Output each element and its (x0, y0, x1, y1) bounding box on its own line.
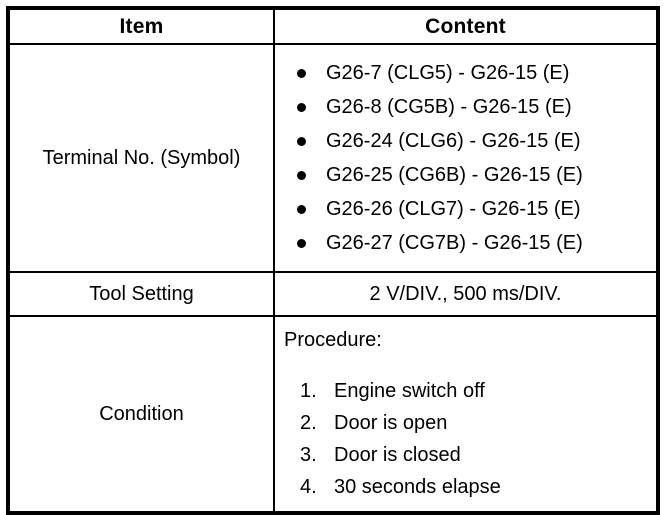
step-label: Door is open (334, 412, 448, 434)
list-item-label: G26-24 (CLG6) - G26-15 (E) (326, 130, 581, 152)
step-number: 1. (300, 380, 317, 402)
step-label: Engine switch off (334, 380, 485, 402)
step-label: 30 seconds elapse (334, 476, 501, 498)
row-content-terminal-no: G26-7 (CLG5) - G26-15 (E) G26-8 (CG5B) -… (273, 43, 659, 273)
procedure-block: Procedure: 1. Engine switch off 2. Door … (275, 317, 656, 511)
list-item: 1. Engine switch off (300, 375, 656, 407)
list-item: 4. 30 seconds elapse (300, 471, 656, 503)
bullet-icon (297, 171, 306, 180)
list-item: G26-25 (CG6B) - G26-15 (E) (297, 158, 656, 192)
list-item-label: G26-25 (CG6B) - G26-15 (E) (326, 164, 583, 186)
row-label-terminal-no: Terminal No. (Symbol) (7, 43, 275, 273)
list-item: 2. Door is open (300, 407, 656, 439)
step-label: Door is closed (334, 444, 461, 466)
list-item-label: G26-27 (CG7B) - G26-15 (E) (326, 232, 583, 254)
step-number: 4. (300, 476, 317, 498)
procedure-title: Procedure: (284, 329, 382, 351)
list-item-label: G26-26 (CLG7) - G26-15 (E) (326, 198, 581, 220)
column-header-item: Item (7, 7, 275, 45)
bullet-icon (297, 205, 306, 214)
column-header-content: Content (273, 7, 659, 45)
table-row-tool-setting: Tool Setting 2 V/DIV., 500 ms/DIV. (7, 271, 659, 317)
list-item: G26-7 (CLG5) - G26-15 (E) (297, 56, 656, 90)
bullet-icon (297, 137, 306, 146)
table-row-terminal-no: Terminal No. (Symbol) G26-7 (CLG5) - G26… (7, 43, 659, 273)
list-item-label: G26-8 (CG5B) - G26-15 (E) (326, 96, 572, 118)
list-item: 3. Door is closed (300, 439, 656, 471)
step-number: 2. (300, 412, 317, 434)
list-item-label: G26-7 (CLG5) - G26-15 (E) (326, 62, 570, 84)
procedure-step-list: 1. Engine switch off 2. Door is open 3. … (284, 375, 656, 503)
row-content-tool-setting: 2 V/DIV., 500 ms/DIV. (273, 271, 659, 317)
specification-table: Item Content Terminal No. (Symbol) G26-7… (6, 6, 660, 515)
row-content-condition: Procedure: 1. Engine switch off 2. Door … (273, 315, 659, 514)
row-label-condition: Condition (7, 315, 275, 514)
page-root: Item Content Terminal No. (Symbol) G26-7… (6, 6, 660, 515)
terminal-bullet-list: G26-7 (CLG5) - G26-15 (E) G26-8 (CG5B) -… (275, 45, 656, 271)
list-item: G26-24 (CLG6) - G26-15 (E) (297, 124, 656, 158)
list-item: G26-26 (CLG7) - G26-15 (E) (297, 192, 656, 226)
bullet-icon (297, 69, 306, 78)
bullet-icon (297, 239, 306, 248)
list-item: G26-8 (CG5B) - G26-15 (E) (297, 90, 656, 124)
list-item: G26-27 (CG7B) - G26-15 (E) (297, 226, 656, 260)
table-row-condition: Condition Procedure: 1. Engine switch of… (7, 315, 659, 514)
bullet-icon (297, 103, 306, 112)
row-label-tool-setting: Tool Setting (7, 271, 275, 317)
table-header-row: Item Content (7, 7, 659, 45)
step-number: 3. (300, 444, 317, 466)
